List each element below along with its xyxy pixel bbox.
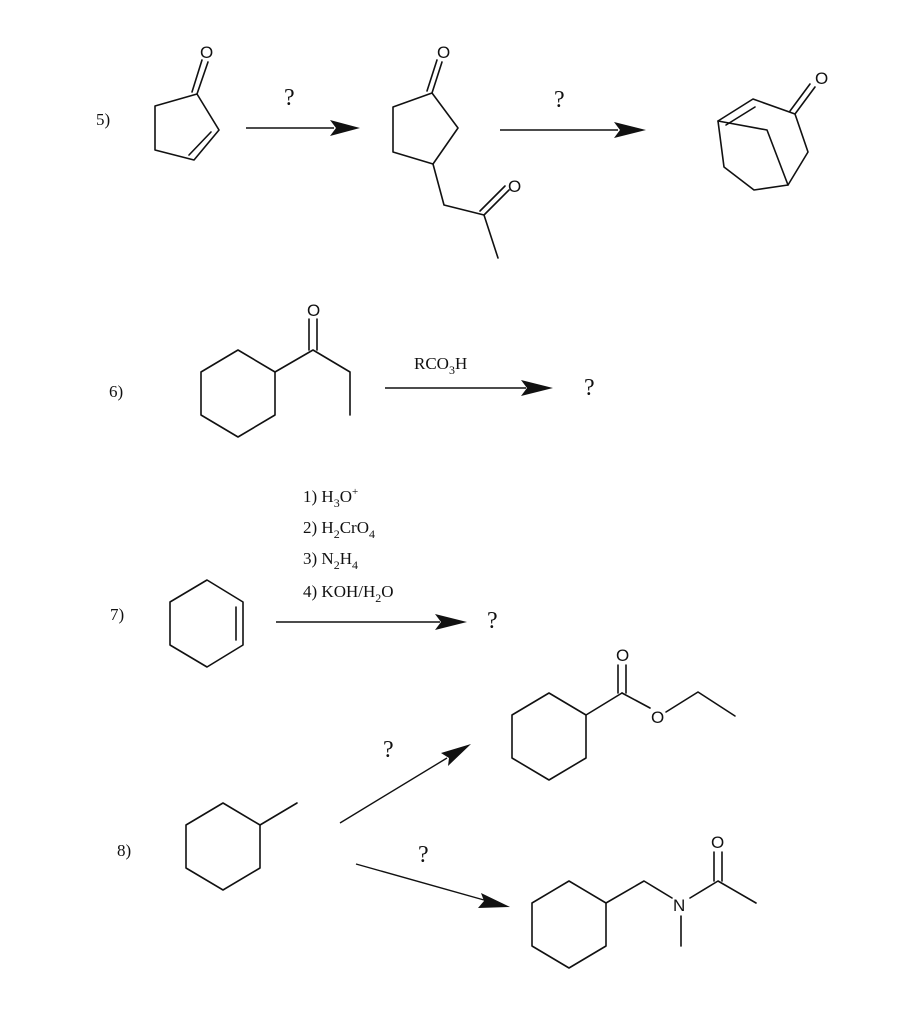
ethyl-cyclohexanecarboxylate: O O (511, 646, 736, 781)
cyclohexyl-propanone: O (200, 301, 351, 438)
problem-label-6: 6) (109, 382, 123, 401)
reagent-step-1: 1) H3O+ (303, 486, 358, 510)
cyclohexene (169, 579, 244, 668)
problem-label-8: 8) (117, 841, 131, 860)
reaction-arrow (385, 380, 553, 396)
problem-label-5: 5) (96, 110, 110, 129)
reaction-arrow (500, 122, 646, 138)
reaction-arrow-esterification (339, 744, 471, 824)
unknown-product: ? (584, 375, 595, 401)
unknown-product: ? (487, 608, 498, 634)
unknown-reagent: ? (418, 842, 429, 868)
oxopropyl-cyclopentanone: O O (392, 43, 521, 259)
reagent-step-4: 4) KOH/H2O (303, 582, 394, 605)
oxygen-atom: O (815, 69, 828, 88)
oxygen-atom: O (437, 43, 450, 62)
cyclohexylmethyl-acetamide: N O (531, 833, 757, 969)
unknown-reagent: ? (383, 737, 394, 763)
nitrogen-atom: N (673, 896, 685, 915)
oxygen-atom: O (200, 43, 213, 62)
oxygen-atom: O (307, 301, 320, 320)
cyclopentenone: O (154, 43, 220, 161)
methylcyclohexane (185, 802, 298, 891)
unknown-reagent: ? (554, 87, 565, 113)
oxygen-atom: O (651, 708, 664, 727)
reaction-arrow-amidation (355, 863, 510, 908)
reagent-peracid: RCO3H (414, 354, 467, 377)
bicyclic-enone: O (717, 69, 828, 191)
reaction-arrow (276, 614, 467, 630)
unknown-reagent: ? (284, 85, 295, 111)
reagent-step-3: 3) N2H4 (303, 549, 358, 572)
oxygen-atom: O (616, 646, 629, 665)
oxygen-atom: O (711, 833, 724, 852)
problem-label-7: 7) (110, 605, 124, 624)
reagent-step-2: 2) H2CrO4 (303, 518, 375, 541)
oxygen-atom: O (508, 177, 521, 196)
reaction-arrow (246, 120, 360, 136)
